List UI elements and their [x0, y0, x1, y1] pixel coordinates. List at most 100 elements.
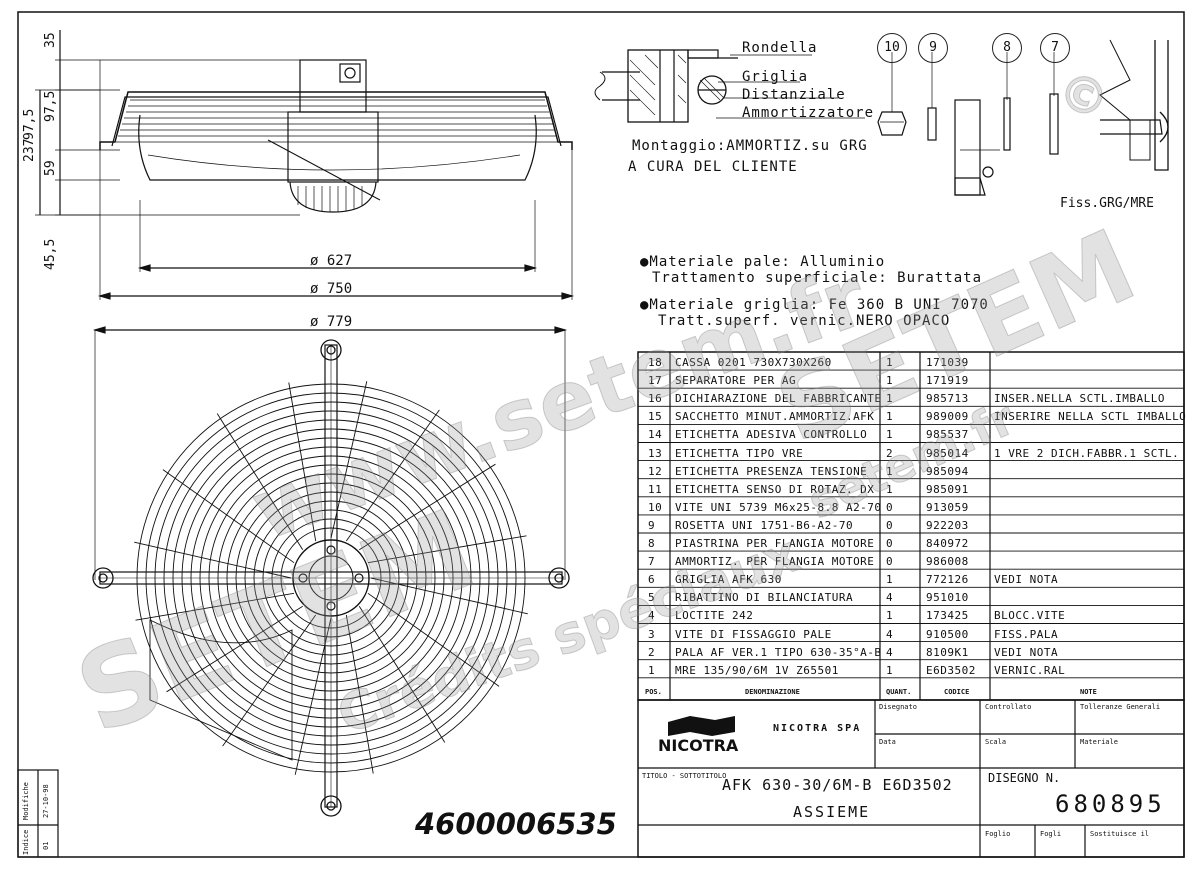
- tb-titolo-label: TITOLO - SOTTOTITOLO: [642, 772, 727, 780]
- bom-cell-code: 173425: [926, 609, 969, 623]
- note-grille-finish: Tratt.superf. vernic.NERO OPACO: [658, 313, 951, 329]
- bom-cell-name: MRE 135/90/6M 1V Z65501: [675, 663, 839, 677]
- bom-cell-pos: 1: [648, 663, 656, 677]
- drawing-number: 680895: [1055, 790, 1166, 818]
- rev-modifiche-label: Modifiche: [22, 782, 30, 820]
- grille-spoke: [345, 614, 374, 774]
- bom-cell-code: 989009: [926, 410, 969, 424]
- bom-cell-note: INSERIRE NELLA SCTL IMBALLO: [994, 410, 1187, 424]
- bom-cell-note: 1 VRE 2 DICH.FABBR.1 SCTL.: [994, 446, 1180, 460]
- drawing-title: AFK 630-30/6M-B E6D3502: [722, 776, 953, 794]
- tb-sostituisce: Sostituisce il: [1090, 830, 1150, 838]
- nicotra-logo-mark: [668, 716, 735, 736]
- bom-cell-code: 985014: [926, 446, 969, 460]
- bom-cell-name: LOCTITE 242: [675, 609, 754, 623]
- dim-59: 59: [43, 160, 58, 176]
- bom-cell-pos: 8: [648, 537, 656, 550]
- bom-cell-code: E6D3502: [926, 663, 976, 677]
- dim-35: 35: [43, 32, 58, 48]
- grille-spoke: [345, 409, 440, 542]
- bom-cell-pos: 12: [648, 464, 663, 478]
- grille-spoke: [222, 614, 317, 747]
- bom-cell-qty: 4: [886, 591, 894, 605]
- bom-cell-name: VITE DI FISSAGGIO PALE: [675, 627, 832, 641]
- bom-cell-pos: 5: [648, 591, 656, 605]
- bom-cell-code: 985713: [926, 392, 969, 406]
- company-logo-text: NICOTRA: [658, 736, 739, 755]
- bom-cell-pos: 10: [648, 500, 663, 514]
- bom-cell-pos: 4: [648, 609, 656, 623]
- bom-cell-code: 985094: [926, 464, 969, 478]
- bom-cell-name: SACCHETTO MINUT.AMMORTIZ.AFK: [675, 410, 875, 424]
- tb-fogli: Fogli: [1040, 830, 1062, 838]
- dim-237: 237: [22, 138, 37, 162]
- bom-cell-qty: 1: [886, 392, 894, 406]
- bom-cell-name: ETICHETTA PRESENZA TENSIONE: [675, 464, 868, 478]
- label-fiss-grg-mre: Fiss.GRG/MRE: [1060, 196, 1154, 211]
- grille-spoke: [135, 592, 295, 621]
- bom-cell-name: AMMORTIZ. PER FLANGIA MOTORE: [675, 555, 875, 569]
- bom-cell-name: PALA AF VER.1 TIPO 630-35°A-B: [675, 645, 882, 659]
- bom-cell-qty: 1: [886, 663, 894, 677]
- bom-cell-code: 840972: [926, 537, 969, 550]
- label-ammortizzatore: Ammortizzatore: [742, 105, 875, 121]
- bom-cell-qty: 1: [886, 573, 894, 587]
- bom-cell-name: SEPARATORE PER AG: [675, 374, 797, 388]
- tb-tolleranze: Tolleranze Generali: [1080, 703, 1161, 711]
- bom-cell-code: 922203: [926, 518, 969, 532]
- bom-cell-qty: 1: [886, 356, 894, 369]
- dim-d750: ø 750: [310, 281, 353, 297]
- bom-cell-name: RIBATTINO DI BILANCIATURA: [675, 591, 854, 605]
- dim-45-5: 45,5: [43, 238, 58, 270]
- bom-header-note: NOTE: [1080, 688, 1097, 696]
- bom-cell-note: VERNIC.RAL: [994, 663, 1066, 677]
- bom-cell-note: BLOCC.VITE: [994, 609, 1066, 623]
- bom-cell-code: 8109K1: [926, 645, 969, 659]
- bom-cell-code: 985091: [926, 482, 969, 496]
- bom-header-qty: QUANT.: [886, 688, 912, 696]
- grille-spoke: [166, 605, 303, 693]
- bom-cell-name: ETICHETTA TIPO VRE: [675, 446, 804, 460]
- bom-cell-qty: 0: [886, 555, 894, 569]
- tb-controllato: Controllato: [985, 703, 1032, 711]
- bom-cell-pos: 11: [648, 482, 663, 496]
- grille-spoke: [359, 463, 496, 551]
- bom-cell-code: 986008: [926, 555, 969, 569]
- tb-scala: Scala: [985, 738, 1007, 746]
- dim-97-5-b: 97,5: [22, 108, 37, 140]
- bom-cell-note: INSER.NELLA SCTL.IMBALLO: [994, 392, 1165, 406]
- bom-header-name: DENOMINAZIONE: [745, 688, 800, 696]
- label-distanziale: Distanziale: [742, 87, 846, 103]
- bom-cell-qty: 1: [886, 410, 894, 424]
- bom-header-code: CODICE: [944, 688, 970, 696]
- bom-cell-pos: 14: [648, 428, 663, 442]
- bom-cell-name: CASSA 0201 730X730X260: [675, 356, 832, 369]
- note-surface-treatment: Trattamento superficiale: Burattata: [652, 270, 983, 286]
- montaggio-line2: A CURA DEL CLIENTE: [628, 159, 798, 175]
- bom-cell-name: PIASTRINA PER FLANGIA MOTORE: [675, 537, 875, 550]
- bom-cell-pos: 15: [648, 410, 663, 424]
- rev-index: 01: [42, 841, 50, 850]
- bom-cell-note: VEDI NOTA: [994, 573, 1059, 587]
- label-griglia: Griglia: [742, 69, 809, 85]
- bom-cell-name: VITE UNI 5739 M6x25-8.8 A2-70: [675, 500, 882, 514]
- bom-cell-code: 171919: [926, 374, 969, 388]
- bom-header-pos: POS.: [645, 688, 662, 696]
- grille-spoke: [162, 469, 295, 564]
- bom-cell-pos: 13: [648, 446, 663, 460]
- part-number: 4600006535: [415, 807, 617, 841]
- callout-10: 10: [877, 33, 907, 63]
- rev-indice-label: Indice: [22, 829, 30, 855]
- grille-spoke: [288, 382, 317, 542]
- tb-foglio: Foglio: [985, 830, 1011, 838]
- grille-spoke: [367, 535, 527, 564]
- company-name: NICOTRA SPA: [773, 723, 862, 734]
- callout-7: 7: [1040, 33, 1070, 63]
- bom-cell-qty: 1: [886, 428, 894, 442]
- bom-cell-code: 772126: [926, 573, 969, 587]
- bom-cell-qty: 0: [886, 518, 894, 532]
- bom-cell-name: DICHIARAZIONE DEL FABBRICANTE: [675, 392, 882, 406]
- note-material-blades: ●Materiale pale: Alluminio: [640, 254, 886, 270]
